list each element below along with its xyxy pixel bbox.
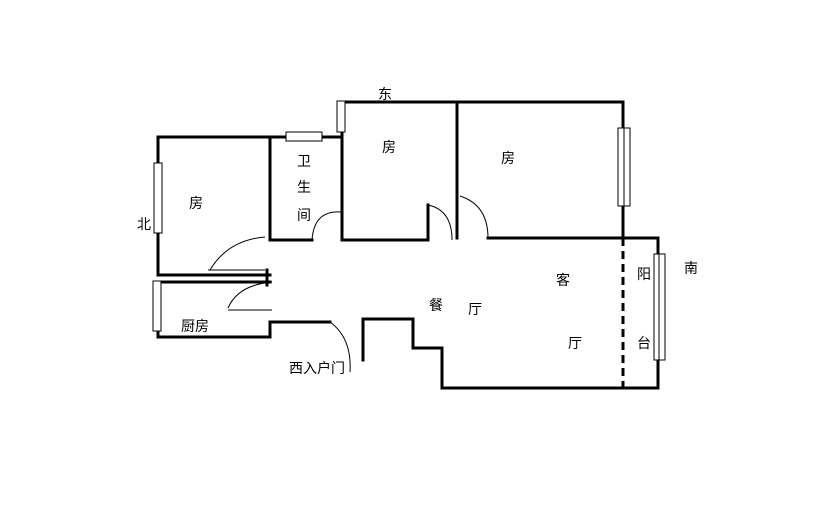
label-room-left: 房 [189,196,203,212]
left-room-window [153,162,163,234]
label-kitchen: 厨房 [181,319,209,335]
label-bath-2: 生 [297,180,311,196]
label-east: 东 [378,87,392,103]
kitchen-window [152,280,162,332]
windows [152,100,666,361]
label-north: 北 [137,217,151,233]
label-dining-2: 厅 [468,302,482,318]
bath-window [285,131,323,142]
label-living-1: 客 [556,272,570,289]
label-balcony-1: 阳 [637,267,651,283]
label-room-right: 房 [501,151,515,167]
label-bath-3: 间 [297,208,311,224]
label-south: 南 [684,261,698,277]
walls [156,100,660,390]
label-entrance: 西入户门 [289,360,345,377]
mid-room-window [336,100,346,133]
label-room-mid: 房 [382,140,396,156]
labels: 东 北 南 房 房 房 卫 生 间 厨房 西入户门 餐 厅 客 厅 阳 台 [137,87,698,377]
doors [208,195,489,373]
label-balcony-2: 台 [637,336,651,352]
label-dining-1: 餐 [429,298,443,314]
label-bath-1: 卫 [297,154,311,170]
label-living-2: 厅 [568,336,582,352]
